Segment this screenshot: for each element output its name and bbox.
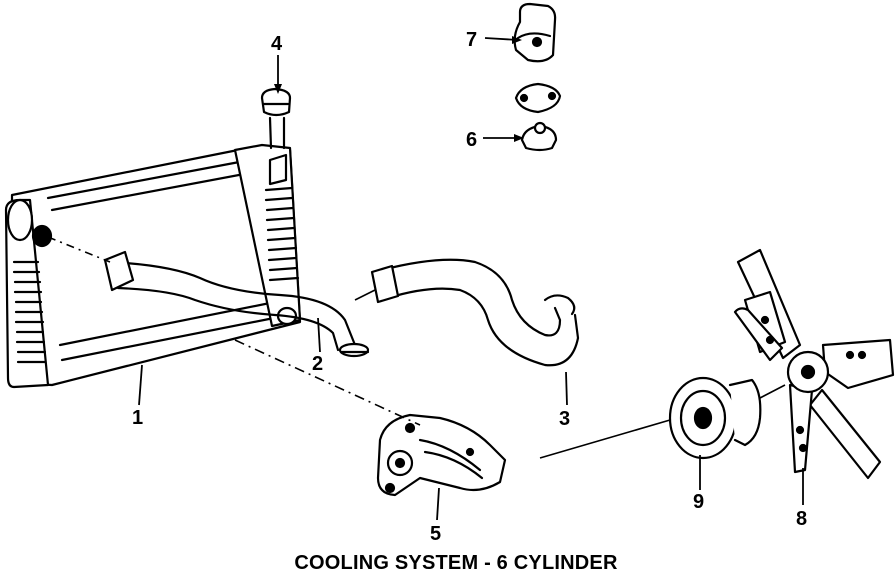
lower-hose-part: [103, 250, 370, 358]
leader-arrowheads: [274, 36, 524, 142]
callout-1: 1: [132, 407, 143, 429]
diagram-caption: COOLING SYSTEM - 6 CYLINDER: [294, 552, 618, 574]
callout-8: 8: [796, 508, 807, 530]
alignment-lines: [47, 236, 786, 459]
fan-clutch-part: [668, 376, 762, 460]
callout-4: 4: [271, 33, 283, 55]
callout-9: 9: [693, 491, 704, 513]
callout-7: 7: [466, 29, 477, 51]
water-pump-part: [376, 413, 507, 497]
radiator-cap-part: [260, 87, 292, 150]
fan-part: [733, 248, 895, 480]
upper-hose-part: [370, 258, 580, 367]
thermostat-part: [520, 121, 558, 152]
callout-5: 5: [430, 523, 441, 545]
thermostat-housing-part: [513, 2, 557, 63]
gasket-part: [514, 82, 562, 114]
callout-2: 2: [312, 353, 323, 375]
callout-3: 3: [559, 408, 570, 430]
callout-6: 6: [466, 129, 477, 151]
